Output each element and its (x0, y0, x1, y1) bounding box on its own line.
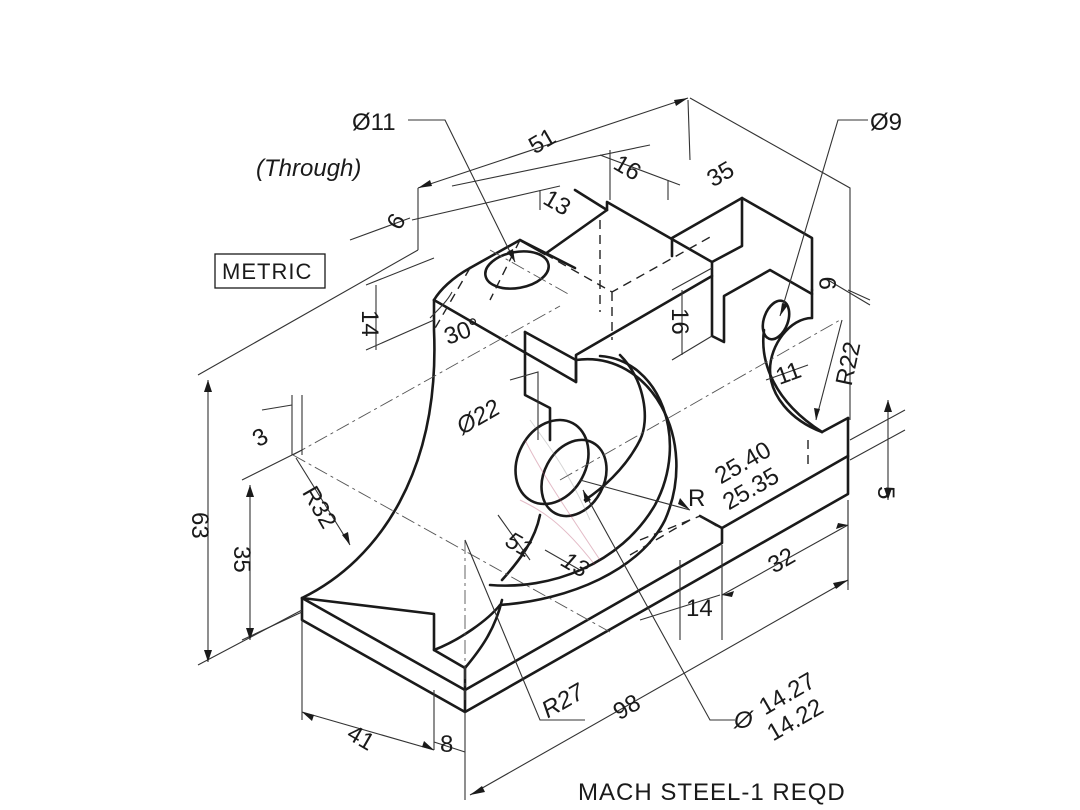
arrowheads (204, 98, 892, 795)
dim-51-small: 51 (501, 527, 538, 564)
dim-9-left: 9 (380, 208, 410, 233)
dim-r32: R32 (296, 482, 341, 534)
metric-box: METRIC (214, 253, 326, 289)
dimension-labels: Ø11 (Through) Ø9 51 16 35 13 9 14 30° 16… (186, 109, 902, 758)
dim-11: 11 (772, 357, 805, 391)
dim-hole-top: Ø11 (352, 109, 396, 136)
dim-35: 35 (702, 156, 739, 193)
dim-r-prefix: R (688, 485, 705, 512)
dim-9-right: 9 (815, 277, 842, 290)
dim-8: 8 (440, 731, 453, 758)
dim-16-mid: 16 (666, 308, 693, 335)
dim-51: 51 (524, 123, 561, 160)
dim-98: 98 (609, 689, 646, 726)
note-through: (Through) (256, 155, 361, 182)
dim-14-left: 14 (356, 310, 383, 337)
hidden-lines (433, 220, 809, 556)
dim-14-bottom: 14 (686, 595, 713, 622)
dimension-lines (197, 97, 906, 800)
dim-35-left: 35 (228, 546, 255, 573)
dim-hole-right: Ø9 (870, 109, 902, 136)
note-metric: METRIC (222, 259, 312, 284)
dim-r22: R22 (831, 339, 867, 388)
note-title: MACH STEEL-1 REQD (578, 779, 846, 806)
dim-r27: R27 (537, 678, 590, 724)
dim-3: 3 (248, 423, 273, 453)
dim-13-top: 13 (539, 185, 576, 222)
center-lines (292, 249, 841, 700)
dim-5: 5 (872, 486, 899, 499)
dim-bore-prefix: Ø (733, 707, 754, 734)
dim-boss-22: Ø22 (451, 394, 505, 441)
sketch-marks (519, 419, 601, 566)
dim-16-top: 16 (609, 150, 646, 187)
dim-63: 63 (186, 512, 213, 539)
dim-32: 32 (763, 542, 800, 579)
dim-angle-30: 30° (441, 313, 484, 351)
